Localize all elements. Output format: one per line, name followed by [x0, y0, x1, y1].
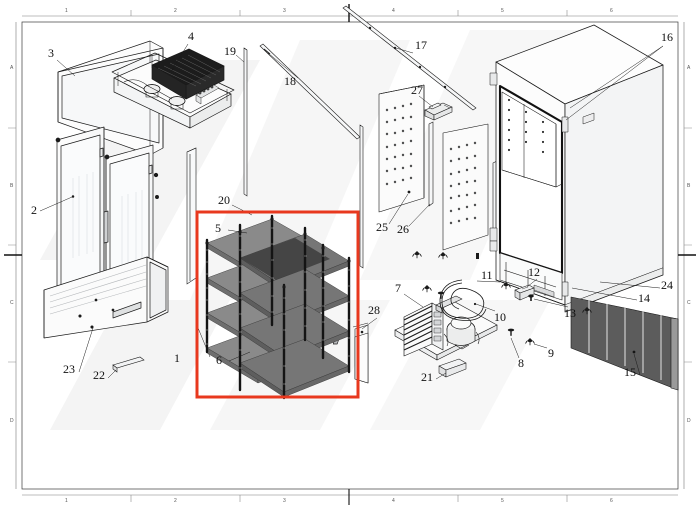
callout-25[interactable]: 25 [376, 220, 388, 234]
grid-col-bottom-5: 5 [501, 498, 504, 504]
grid-col-top-4: 4 [392, 8, 395, 14]
leader-21 [435, 372, 447, 380]
callout-12[interactable]: 12 [528, 265, 540, 279]
callout-2[interactable]: 2 [31, 203, 37, 217]
leader-5 [227, 229, 248, 234]
callout-27[interactable]: 27 [411, 83, 423, 97]
leader-27 [418, 95, 434, 108]
callout-10[interactable]: 10 [494, 310, 506, 324]
leader-15 [633, 353, 641, 376]
selected-part-highlight[interactable] [195, 210, 360, 399]
callout-24[interactable]: 24 [661, 278, 673, 292]
part-10-drain-tube-coil [439, 279, 487, 321]
grid-row-left-c: C [10, 300, 14, 306]
part-12-terminal-block [514, 284, 535, 301]
part-1-side-rail [186, 147, 197, 285]
part-16-cabinet-body [489, 24, 664, 313]
grid-row-right-a: A [687, 65, 691, 71]
grid-col-bottom-1: 1 [65, 498, 68, 504]
callout-15[interactable]: 15 [624, 365, 636, 379]
part-15-rear-louver-panel [570, 296, 679, 391]
callout-11[interactable]: 11 [481, 268, 493, 282]
part-17-upper-trim-strip [342, 5, 477, 111]
callout-21[interactable]: 21 [421, 370, 433, 384]
leader-14 [571, 287, 638, 301]
part-25b-perforated-side-panel [442, 123, 489, 251]
callout-18[interactable]: 18 [284, 74, 296, 88]
callout-22[interactable]: 22 [93, 368, 105, 382]
part-4-evaporator-fan-assembly [111, 43, 235, 129]
leader-16 [569, 45, 664, 109]
callout-17[interactable]: 17 [415, 38, 427, 52]
callout-7[interactable]: 7 [395, 281, 401, 295]
callout-28[interactable]: 28 [368, 303, 380, 317]
grid-col-top-5: 5 [501, 8, 504, 14]
leader-13 [533, 298, 569, 308]
part-28-compressor-access-cover [352, 322, 369, 384]
grid-col-top-3: 3 [283, 8, 286, 14]
grid-row-left-d: D [10, 418, 14, 424]
grid-col-top-1: 1 [65, 8, 68, 14]
leader-17 [395, 47, 414, 54]
leader-9 [533, 343, 548, 349]
part-21-start-relay [438, 358, 467, 378]
part-26-panel-support-strip [428, 121, 434, 207]
grid-col-bottom-6: 6 [610, 498, 613, 504]
callout-6[interactable]: 6 [216, 353, 222, 367]
leader-8 [510, 337, 520, 359]
callout-5[interactable]: 5 [215, 221, 221, 235]
leader-25 [388, 193, 409, 225]
leader-6 [228, 351, 251, 362]
grid-col-bottom-4: 4 [392, 498, 395, 504]
part-19-vertical-post [243, 47, 248, 197]
leader-11 [498, 280, 506, 284]
callout-8[interactable]: 8 [518, 356, 524, 370]
part-6-shelving-assembly [205, 214, 351, 400]
grid-col-bottom-2: 2 [174, 498, 177, 504]
callout-1[interactable]: 1 [174, 351, 180, 365]
leader-19 [235, 54, 245, 63]
leader-3 [56, 59, 76, 77]
grid-row-right-b: B [687, 183, 691, 189]
callout-3[interactable]: 3 [48, 46, 54, 60]
part-7-condensing-unit [332, 295, 498, 361]
leader-12 [526, 278, 538, 288]
callout-4[interactable]: 4 [188, 29, 194, 43]
leader-23 [78, 327, 94, 373]
grid-row-left-a: A [10, 65, 14, 71]
grid-col-top-6: 6 [610, 8, 613, 14]
grid-col-bottom-3: 3 [283, 498, 286, 504]
callout-23[interactable]: 23 [63, 362, 75, 376]
leader-22 [107, 369, 117, 379]
callout-14[interactable]: 14 [638, 291, 650, 305]
leader-18 [267, 52, 299, 79]
push-nut-clip-a [422, 284, 432, 293]
grid-row-right-c: C [687, 300, 691, 306]
callout-26[interactable]: 26 [397, 222, 409, 236]
part-20-shelf-support-rail [359, 124, 364, 269]
callout-20[interactable]: 20 [218, 193, 230, 207]
grid-col-top-2: 2 [174, 8, 177, 14]
leader-7 [403, 293, 424, 308]
leader-26 [408, 203, 431, 227]
callout-19[interactable]: 19 [224, 44, 236, 58]
callout-16[interactable]: 16 [661, 30, 673, 44]
grid-row-right-d: D [687, 418, 691, 424]
leader-10 [475, 303, 496, 312]
leader-28 [361, 317, 378, 330]
part-25-perforated-side-panel [378, 84, 425, 213]
part-13-fastener [528, 294, 534, 301]
fastener-small [476, 253, 479, 259]
leader-24 [599, 281, 661, 289]
callout-13[interactable]: 13 [564, 306, 576, 320]
callout-9[interactable]: 9 [548, 346, 554, 360]
part-22-louver-grille [43, 256, 169, 339]
part-27-door-hinge-bracket [424, 102, 453, 121]
grid-row-left-b: B [10, 183, 14, 189]
